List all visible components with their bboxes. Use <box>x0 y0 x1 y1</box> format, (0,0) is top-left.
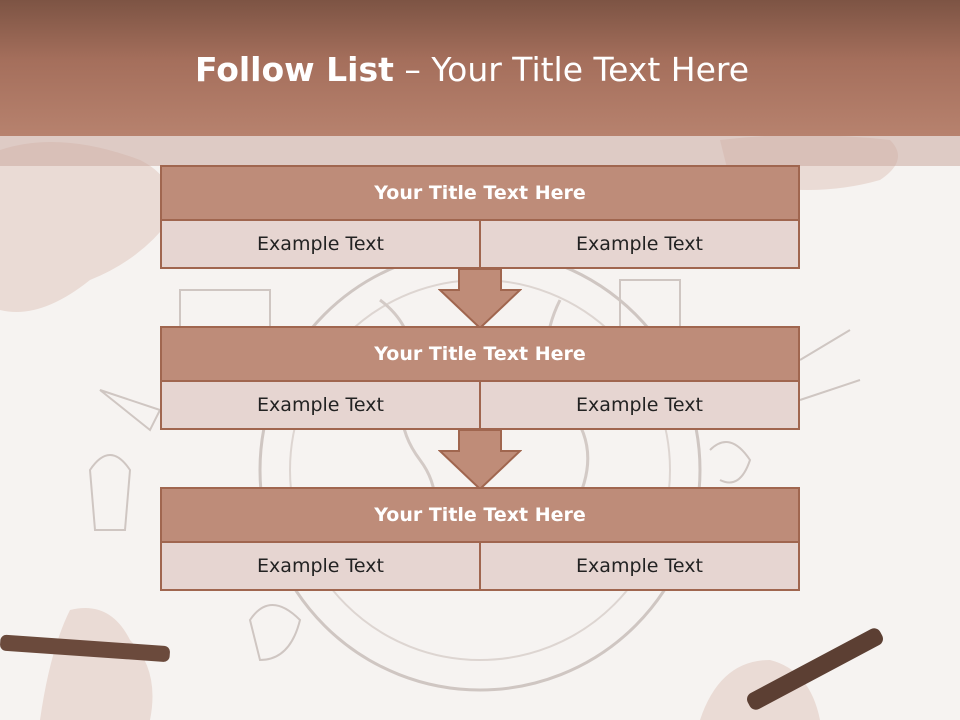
block-row: Example Text Example Text <box>160 221 800 269</box>
block-cell-left: Example Text <box>160 382 481 430</box>
block-heading: Your Title Text Here <box>160 487 800 543</box>
block-cell-left: Example Text <box>160 221 481 269</box>
hand-with-pen-bottom-left <box>40 608 153 720</box>
list-block-3: Your Title Text Here Example Text Exampl… <box>160 487 800 591</box>
title-bar-shadow-strip <box>0 136 960 166</box>
list-block-1: Your Title Text Here Example Text Exampl… <box>160 165 800 269</box>
block-cell-right: Example Text <box>481 221 800 269</box>
title-bar <box>0 0 960 136</box>
slide-title: Follow List – Your Title Text Here <box>0 50 944 89</box>
down-arrow-icon <box>438 429 522 491</box>
hand-with-pen-top-left <box>0 142 172 312</box>
block-cell-right: Example Text <box>481 543 800 591</box>
block-row: Example Text Example Text <box>160 382 800 430</box>
block-heading: Your Title Text Here <box>160 165 800 221</box>
down-arrow-icon <box>438 268 522 330</box>
slide-title-rest: – Your Title Text Here <box>393 50 750 89</box>
list-block-2: Your Title Text Here Example Text Exampl… <box>160 326 800 430</box>
slide-title-main: Follow List <box>194 50 394 89</box>
block-heading: Your Title Text Here <box>160 326 800 382</box>
block-cell-left: Example Text <box>160 543 481 591</box>
block-row: Example Text Example Text <box>160 543 800 591</box>
block-cell-right: Example Text <box>481 382 800 430</box>
